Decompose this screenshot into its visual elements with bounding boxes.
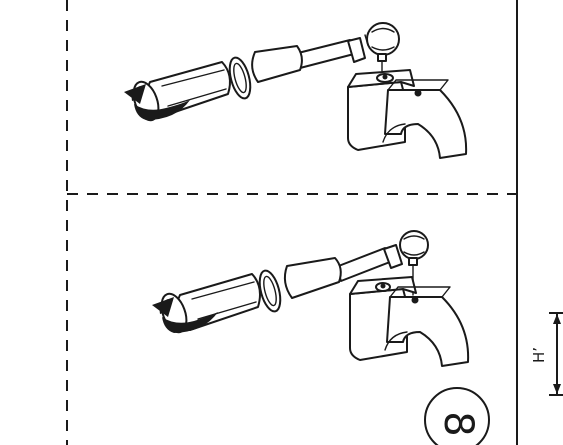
dimension-h-prime bbox=[549, 312, 563, 396]
panel-frame bbox=[66, 0, 518, 445]
step-number-badge bbox=[424, 387, 490, 445]
dimension-label: H’ bbox=[530, 347, 548, 363]
jaw-block-top bbox=[347, 69, 468, 159]
step-number: 8 bbox=[435, 411, 481, 436]
jaw-block-bottom bbox=[349, 276, 470, 367]
torque-wrench-bottom bbox=[152, 230, 429, 334]
torque-wrench-top bbox=[124, 22, 400, 122]
